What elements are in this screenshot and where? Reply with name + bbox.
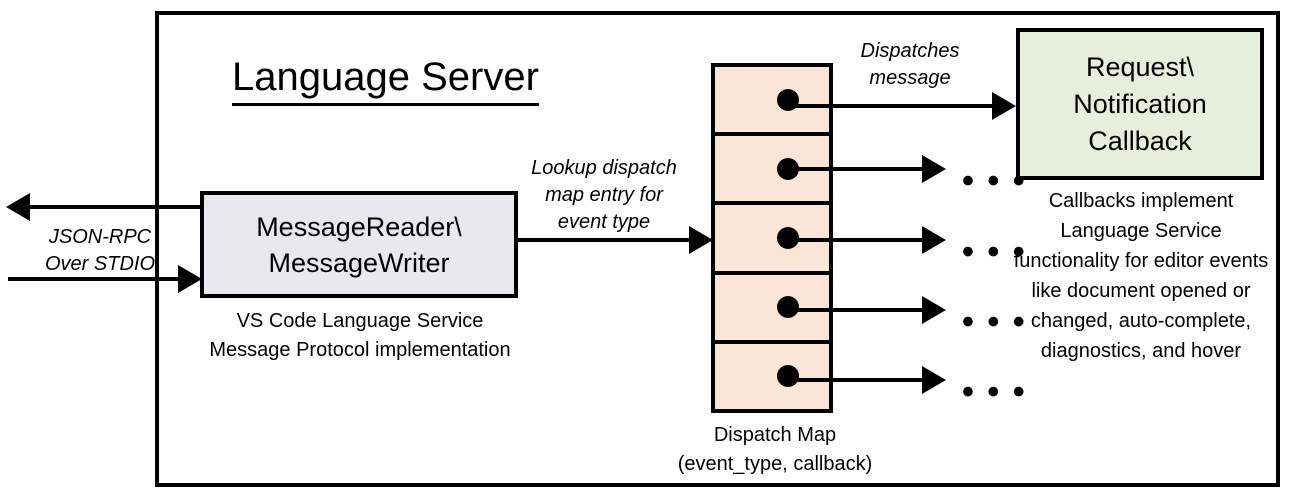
dispatch-edge-line-1 [780,104,996,108]
dispatch-edge-arrowhead-2 [922,155,946,183]
request-notification-callback-label: Request\ Notification Callback [1073,51,1207,156]
dispatch-map-row[interactable] [715,67,829,137]
dispatch-map-table[interactable] [711,63,833,413]
outgoing-io-arrowhead [6,193,30,221]
outgoing-io-line [30,205,202,209]
callback-dot-icon [777,365,799,388]
message-reader-writer-box[interactable]: MessageReader\ MessageWriter [200,191,518,298]
incoming-io-line [8,277,184,281]
dispatch-edge-line-2 [780,167,926,171]
dispatch-edge-arrowhead-1 [992,92,1016,120]
edge-label-lookup: Lookup dispatch map entry for event type [531,157,677,233]
dispatch-edge-line-3 [780,238,926,242]
edge-label-dispatches: Dispatches message [860,40,960,89]
message-reader-writer-label: MessageReader\ MessageWriter [256,211,462,278]
dispatch-edge-line-4 [780,308,926,312]
message-reader-caption: VS Code Language Service Message Protoco… [209,310,511,361]
dispatch-edge-line-5 [780,378,926,382]
edge-label-json-rpc: JSON-RPC Over STDIO [44,226,155,275]
lookup-edge-line [518,238,693,242]
callback-caption: Callbacks implement Language Service fun… [1013,190,1269,362]
language-server-boundary [155,11,1280,487]
dispatch-map-caption: Dispatch Map (event_type, callback) [677,424,873,475]
dispatch-edge-arrowhead-3 [922,226,946,254]
incoming-io-arrowhead [178,265,202,293]
dispatch-ellipsis-5: • • • [962,373,1027,411]
dispatch-map-row[interactable] [715,344,829,409]
lookup-edge-arrowhead [689,226,713,254]
page-title: Language Server [232,52,539,106]
dispatch-edge-arrowhead-5 [922,366,946,394]
dispatch-edge-arrowhead-4 [922,296,946,324]
callback-dot-icon [777,296,799,319]
request-notification-callback-box[interactable]: Request\ Notification Callback [1016,28,1264,180]
dispatch-map-row[interactable] [715,275,829,344]
